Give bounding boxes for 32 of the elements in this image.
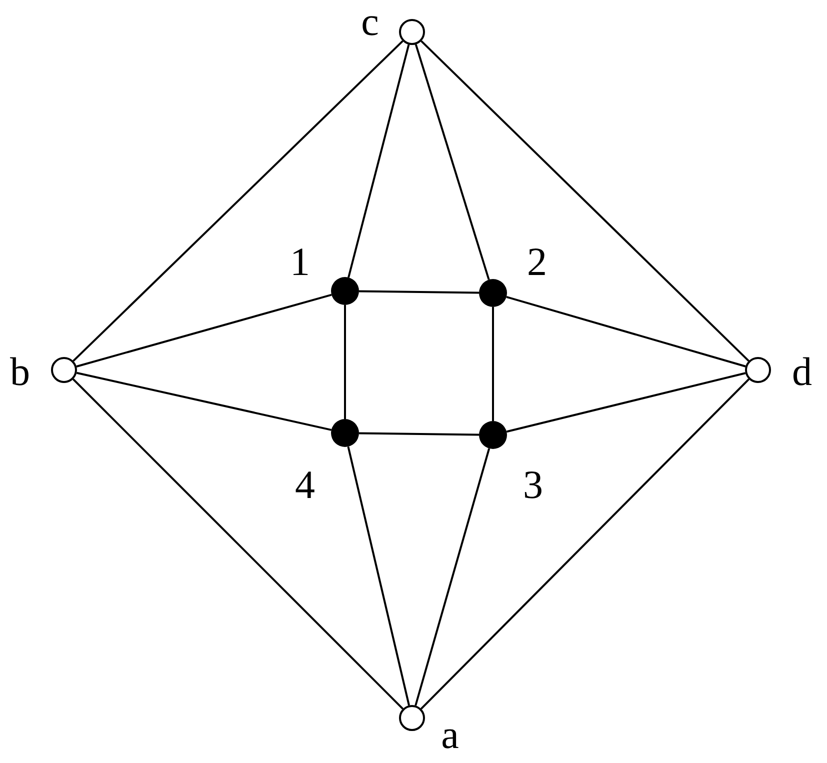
filled-vertex xyxy=(331,419,359,447)
vertex-label: 4 xyxy=(295,465,315,505)
vertex-label: d xyxy=(792,352,812,392)
edge-line xyxy=(344,305,346,419)
filled-vertex xyxy=(479,421,507,449)
vertex-label: 2 xyxy=(527,242,547,282)
edge-line xyxy=(420,40,750,362)
edge-line xyxy=(72,378,404,710)
edge-line xyxy=(492,307,494,421)
vertex-label: 3 xyxy=(523,465,543,505)
open-vertex xyxy=(399,19,425,45)
open-vertex xyxy=(51,357,77,383)
edge-line xyxy=(358,290,480,294)
vertex-label: 1 xyxy=(290,242,310,282)
edge-line xyxy=(76,372,332,431)
edge-line xyxy=(72,40,404,362)
edge-line xyxy=(358,432,480,436)
filled-vertex xyxy=(479,279,507,307)
vertex-label: c xyxy=(361,2,379,42)
edge-line xyxy=(420,378,750,710)
edge-line xyxy=(348,44,410,278)
edge-line xyxy=(414,448,490,706)
edge-line xyxy=(76,294,332,368)
open-vertex xyxy=(399,705,425,731)
vertex-label: b xyxy=(10,352,30,392)
edge-line xyxy=(506,372,746,433)
edge-line xyxy=(414,44,490,280)
edge-line xyxy=(347,446,410,706)
filled-vertex xyxy=(331,277,359,305)
edge-line xyxy=(506,296,746,368)
vertex-label: a xyxy=(441,715,459,755)
open-vertex xyxy=(745,357,771,383)
